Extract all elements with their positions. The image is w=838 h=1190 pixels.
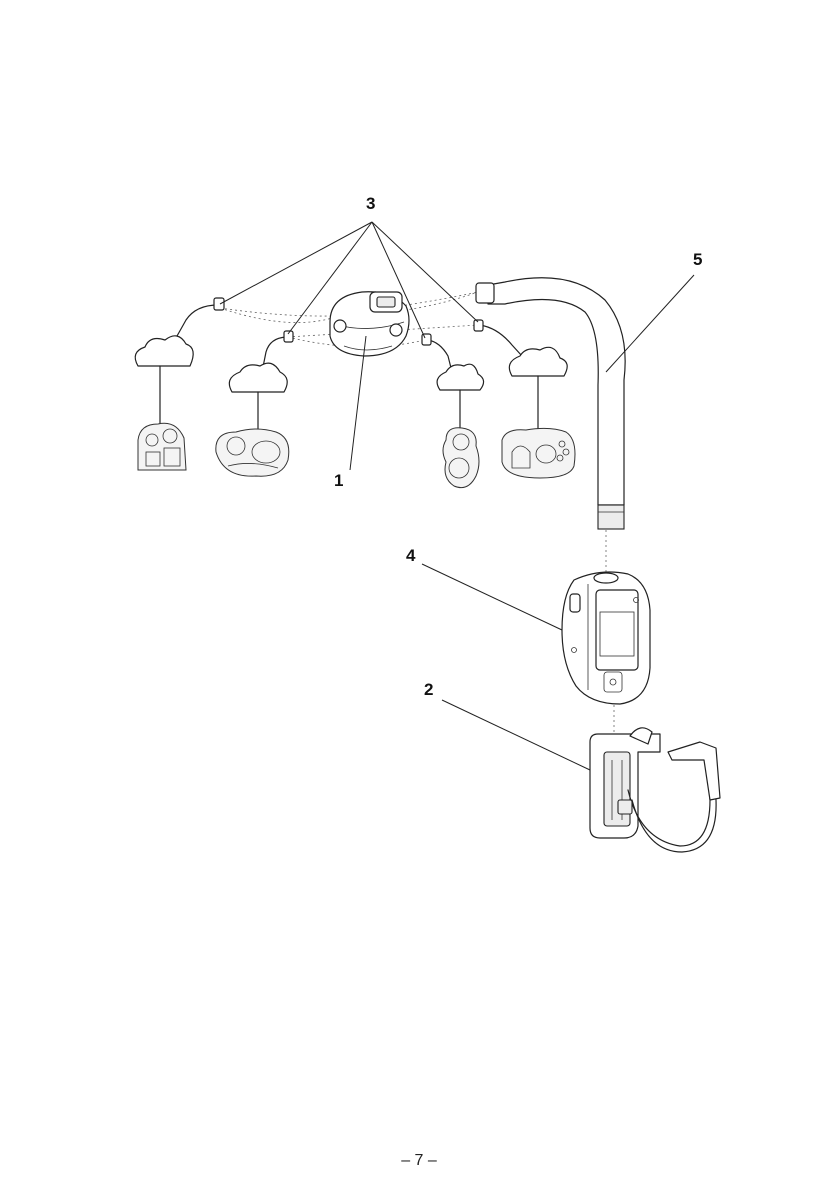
clamp-bracket: [590, 728, 720, 852]
toy-elephant-giraffe: [502, 428, 575, 478]
projector-hub: [330, 292, 409, 356]
callout-4: 4: [406, 546, 416, 565]
music-box: [562, 572, 650, 704]
callout-1: 1: [334, 471, 343, 490]
toy-monkey: [443, 428, 479, 488]
toy-tree-house: [138, 423, 186, 470]
callout-2: 2: [424, 680, 433, 699]
toy-sun-elephant: [216, 429, 289, 476]
callout-3: 3: [366, 194, 375, 213]
page-number: – 7 –: [0, 1152, 838, 1170]
mobile-arm: [476, 278, 625, 529]
hanging-toys: [138, 423, 575, 487]
callout-5: 5: [693, 250, 702, 269]
